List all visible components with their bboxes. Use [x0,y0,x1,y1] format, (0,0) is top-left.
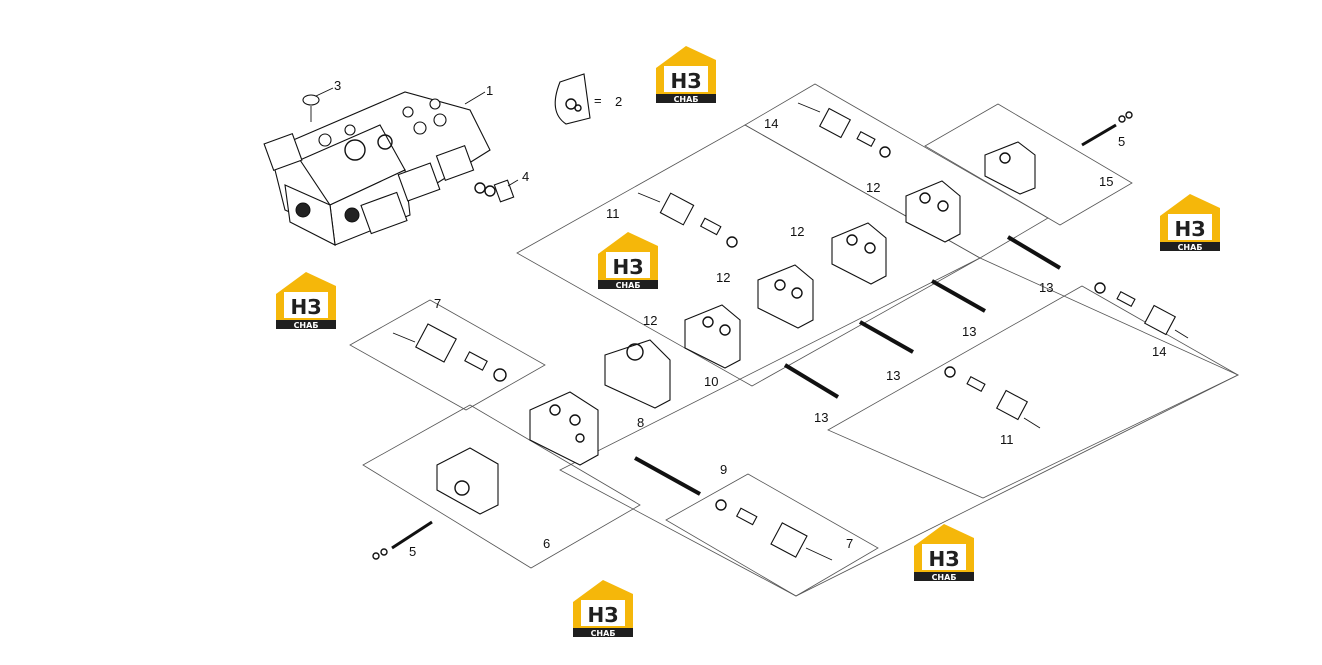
logo-top-text: НЗ [613,255,644,279]
callout-13-a: 13 [814,410,828,425]
callout-labels: 1 2 3 4 5 5 6 7 7 8 9 10 11 11 12 12 12 … [334,78,1166,559]
logo-bottom-text: СНАБ [932,573,957,582]
callout-1: 1 [486,83,493,98]
logo-bottom-text: СНАБ [616,281,641,290]
callout-7-bottom: 7 [846,536,853,551]
callout-9: 9 [720,462,727,477]
watermark-logo: НЗ СНАБ [276,272,336,330]
frame-section-15 [924,103,1133,226]
spool-13-a [783,363,840,399]
tie-rod-5-left [391,520,433,550]
tie-rod-5-right [1081,123,1117,147]
spool-13-d [1006,235,1062,270]
spools [634,235,1062,496]
callout-7-left: 7 [434,296,441,311]
callout-12-b: 12 [716,270,730,285]
callout-6: 6 [543,536,550,551]
logo-top-text: НЗ [671,69,702,93]
callout-4: 4 [522,169,529,184]
callout-8: 8 [637,415,644,430]
leader-1 [464,91,486,105]
spool-end-assemblies [392,102,1189,561]
leader-4 [507,179,519,187]
plate-12-a [684,304,741,369]
watermark-logo: НЗ СНАБ [573,580,633,638]
callout-13-d: 13 [1039,280,1053,295]
logo-top-text: НЗ [1175,217,1206,241]
plate-6 [436,447,499,515]
watermark-logo: НЗ СНАБ [598,232,658,290]
watermark-logo: НЗ СНАБ [656,46,716,104]
frame-section-7-left [349,299,546,411]
spool-13-b [859,320,914,354]
callout-12-a: 12 [643,313,657,328]
frame-section-6 [362,404,641,569]
section-frames [349,83,1239,597]
end-cap-11-top [637,192,738,248]
seal-kit-bag [554,73,591,125]
end-cap-7-left [392,323,507,382]
callout-14-top: 14 [764,116,778,131]
watermark-logo: НЗ СНАБ [1160,194,1220,252]
logo-bottom-text: СНАБ [591,629,616,638]
logo-bottom-text: СНАБ [674,95,699,104]
end-cap-11-right [944,366,1041,429]
plate-15 [984,141,1036,195]
callout-3: 3 [334,78,341,93]
logo-top-text: НЗ [588,603,619,627]
kit-equals-sign: = [594,93,602,108]
callout-12-d: 12 [866,180,880,195]
plate-12-c [831,222,887,285]
frame-section-spools [559,257,1239,597]
logo-top-text: НЗ [929,547,960,571]
plate-12-d [905,180,961,243]
frame-section-11-top [516,124,981,387]
callout-13-b: 13 [886,368,900,383]
callout-12-c: 12 [790,224,804,239]
frame-section-11-right [827,285,1239,499]
logo-top-text: НЗ [291,295,322,319]
callout-5-left: 5 [409,544,416,559]
watermark-logos: НЗ СНАБ НЗ СНАБ НЗ СНАБ НЗ СНАБ НЗ СНАБ НЗ СНАБ [276,46,1220,638]
plate-8 [529,391,599,466]
callout-11-top: 11 [606,206,620,221]
plate-12-b [757,264,814,329]
spool-13-c [931,279,986,313]
tie-rods [372,111,1133,560]
plate-10 [604,339,671,409]
callout-15: 15 [1099,174,1113,189]
callout-13-c: 13 [962,324,976,339]
spool-9 [634,456,701,496]
callout-10: 10 [704,374,718,389]
end-cap-7-bottom [715,499,833,561]
callout-2: 2 [615,94,622,109]
watermark-logo: НЗ СНАБ [914,524,974,582]
end-cap-14-right [1094,282,1189,339]
valve-block-assembly [263,91,515,246]
callout-5-right: 5 [1118,134,1125,149]
frame-section-7-bottom [665,473,879,597]
callout-11-right: 11 [1000,432,1014,447]
callout-14-right: 14 [1152,344,1166,359]
logo-bottom-text: СНАБ [294,321,319,330]
end-cap-14-top [797,102,891,158]
section-plates [436,141,1036,515]
logo-bottom-text: СНАБ [1178,243,1203,252]
leader-3 [315,87,334,97]
